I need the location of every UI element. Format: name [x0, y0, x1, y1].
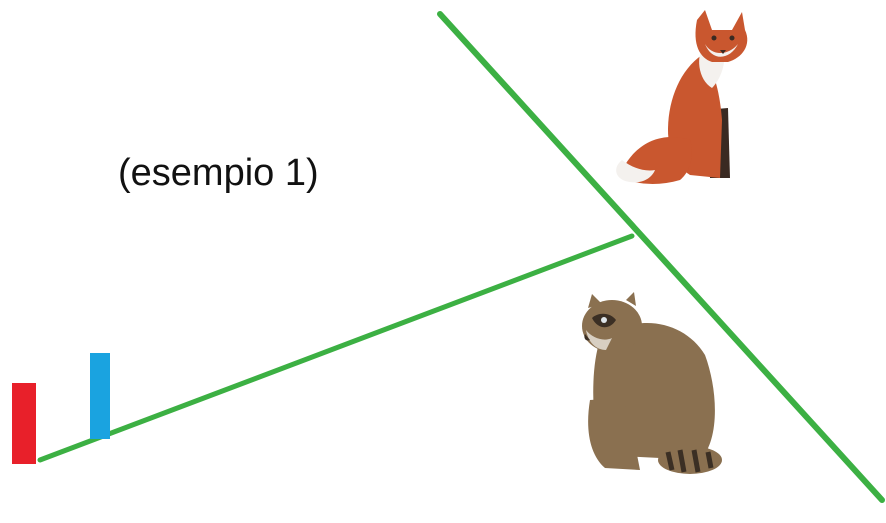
blue-peg-marker [90, 353, 110, 439]
boundary-line [437, 11, 885, 503]
caption-text: (esempio 1) [118, 152, 319, 194]
fox-figure-icon [616, 10, 748, 184]
raccoon-figure-icon [582, 292, 722, 474]
red-peg-marker [12, 383, 36, 464]
shooting-line [37, 233, 635, 463]
